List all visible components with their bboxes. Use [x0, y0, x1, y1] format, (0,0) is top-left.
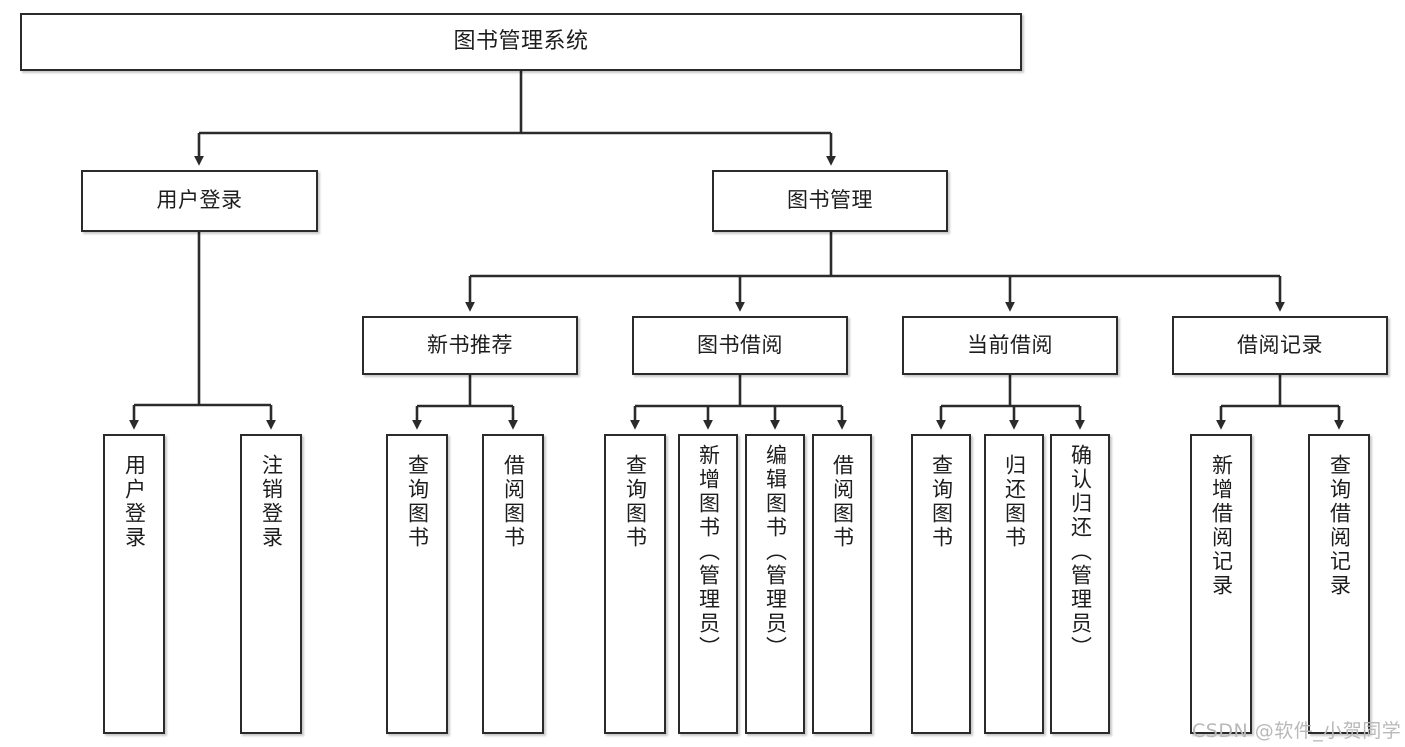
node-label: 当前借阅 [967, 332, 1053, 357]
leaf-confirm-return-admin[interactable]: 确认归还（管理员） [1050, 434, 1110, 734]
node-current-borrow[interactable]: 当前借阅 [902, 316, 1118, 375]
node-label: 新书推荐 [427, 332, 513, 357]
node-label: 注销登录 [259, 454, 284, 550]
node-label: 借阅记录 [1237, 332, 1323, 357]
node-label: 新增图书（管理员） [696, 444, 721, 660]
node-label: 查询图书 [929, 454, 954, 550]
node-label: 图书管理系统 [453, 28, 589, 54]
leaf-add-book-admin[interactable]: 新增图书（管理员） [678, 434, 738, 734]
node-label: 归还图书 [1002, 454, 1027, 550]
leaf-return-book[interactable]: 归还图书 [984, 434, 1044, 734]
leaf-borrow-book[interactable]: 借阅图书 [812, 434, 872, 734]
node-book-borrow[interactable]: 图书借阅 [632, 316, 848, 375]
leaf-logout[interactable]: 注销登录 [240, 434, 302, 734]
node-label: 图书管理 [787, 188, 873, 213]
node-label: 编辑图书（管理员） [763, 444, 788, 660]
node-label: 确认归还（管理员） [1068, 444, 1093, 660]
node-label: 借阅图书 [501, 454, 526, 550]
node-label: 查询借阅记录 [1327, 454, 1352, 598]
node-label: 新增借阅记录 [1209, 454, 1234, 598]
node-user-login[interactable]: 用户登录 [81, 170, 318, 232]
node-label: 查询图书 [623, 454, 648, 550]
leaf-user-login[interactable]: 用户登录 [103, 434, 165, 734]
node-label: 用户登录 [156, 188, 243, 213]
node-label: 借阅图书 [830, 454, 855, 550]
node-label: 图书借阅 [697, 332, 783, 357]
node-borrow-record[interactable]: 借阅记录 [1172, 316, 1388, 375]
leaf-edit-book-admin[interactable]: 编辑图书（管理员） [745, 434, 805, 734]
node-book-management[interactable]: 图书管理 [712, 170, 948, 232]
leaf-query-book-borrow[interactable]: 查询图书 [604, 434, 666, 734]
leaf-query-book-current[interactable]: 查询图书 [911, 434, 971, 734]
leaf-query-borrow-record[interactable]: 查询借阅记录 [1308, 434, 1370, 734]
node-label: 查询图书 [405, 454, 430, 550]
node-root[interactable]: 图书管理系统 [20, 13, 1022, 71]
leaf-query-book-recommend[interactable]: 查询图书 [386, 434, 448, 734]
watermark-text: CSDN @软件_小贺同学 [1192, 720, 1402, 742]
node-label: 用户登录 [122, 454, 147, 550]
leaf-borrow-book-recommend[interactable]: 借阅图书 [482, 434, 544, 734]
leaf-add-borrow-record[interactable]: 新增借阅记录 [1190, 434, 1252, 734]
node-new-book-recommend[interactable]: 新书推荐 [362, 316, 578, 375]
